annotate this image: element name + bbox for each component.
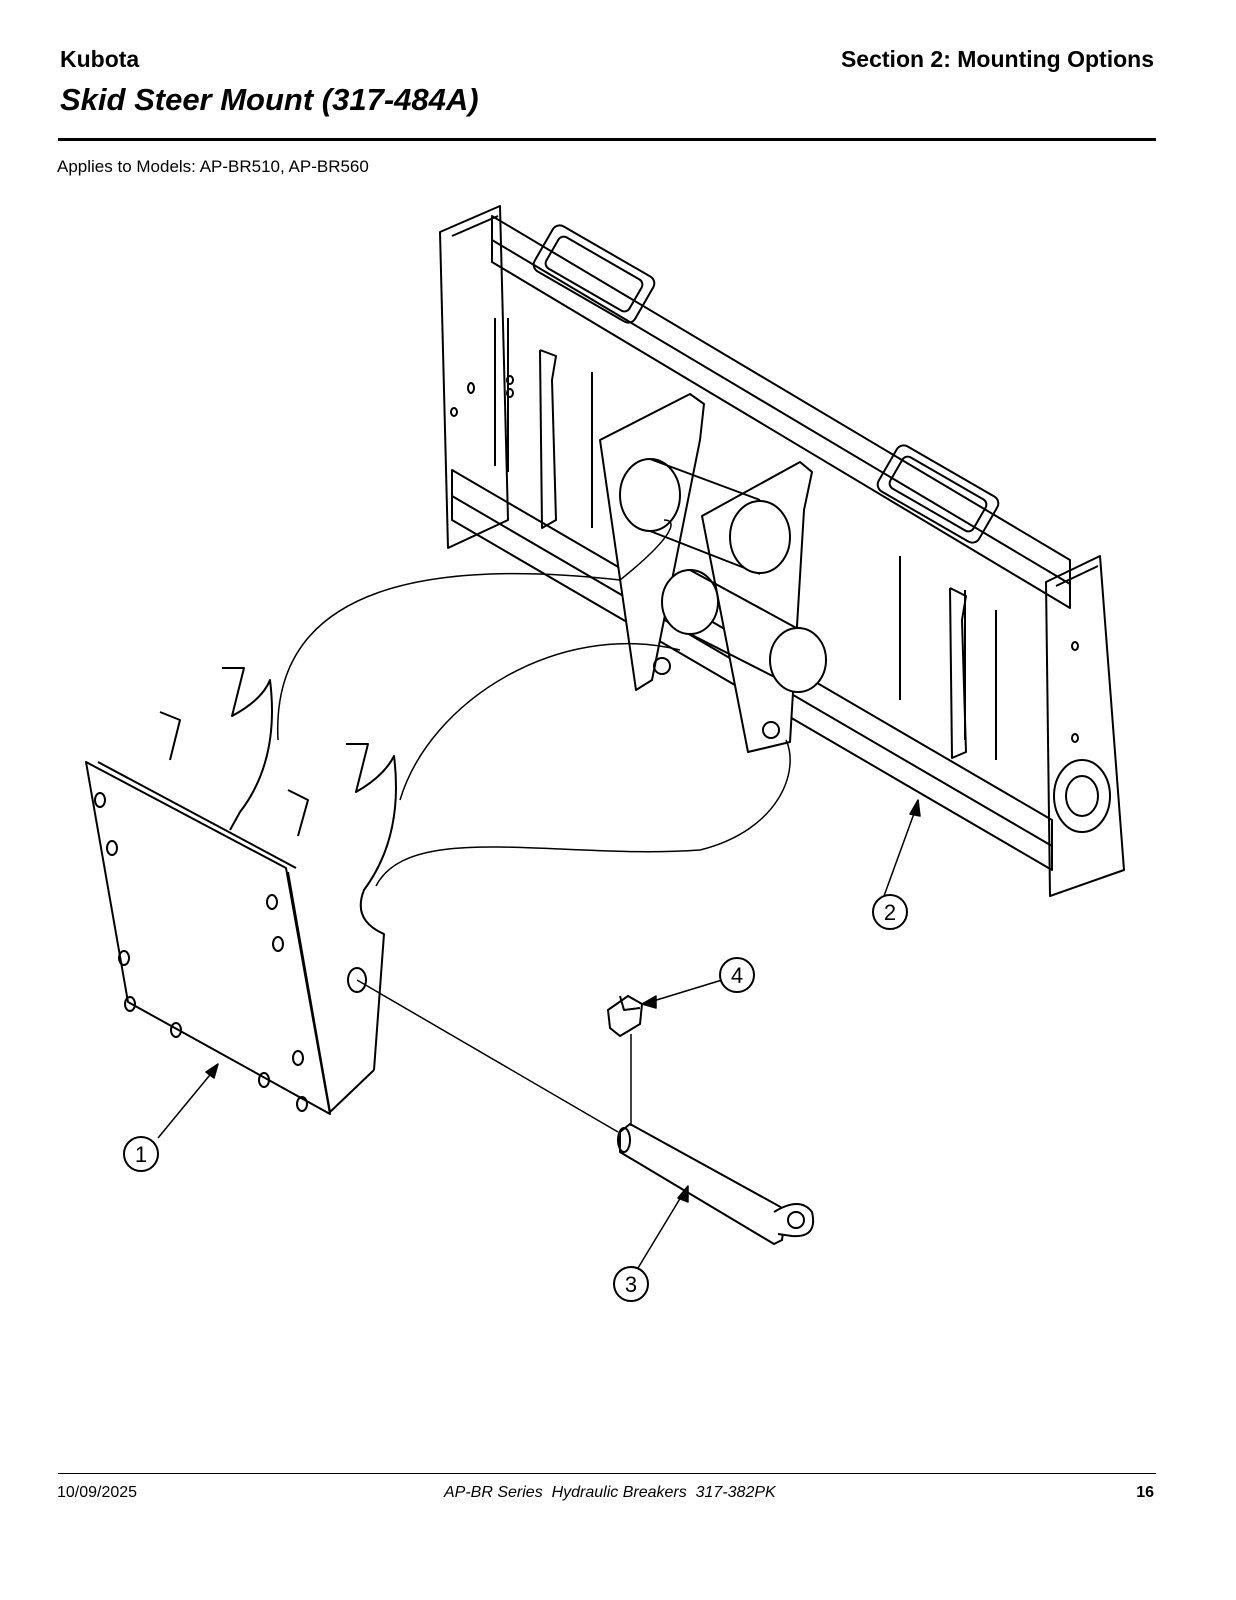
brand-name: Kubota <box>60 46 140 72</box>
callout-3: 3 <box>613 1266 649 1302</box>
footer-divider <box>58 1473 1156 1474</box>
callout-1: 1 <box>123 1136 159 1172</box>
attachment-pin <box>617 1123 814 1245</box>
lynch-pin-clip <box>607 995 643 1037</box>
exploded-parts-drawing: 1 2 3 4 <box>85 205 1125 1302</box>
leader-arrows <box>157 799 921 1269</box>
breaker-mount-bracket <box>85 667 397 1115</box>
header-divider <box>58 138 1156 141</box>
page-number: 16 <box>1136 1484 1154 1501</box>
applies-to-models: Applies to Models: AP-BR510, AP-BR560 <box>57 157 369 176</box>
assembly-lines <box>277 519 791 1133</box>
callout-4: 4 <box>719 957 755 993</box>
svg-text:2: 2 <box>884 900 896 925</box>
callout-2: 2 <box>872 894 908 930</box>
footer-document-title: AP-BR Series Hydraulic Breakers 317-382P… <box>444 1484 776 1501</box>
svg-text:4: 4 <box>731 963 743 988</box>
footer-date: 10/09/2025 <box>57 1484 138 1501</box>
svg-text:3: 3 <box>625 1272 637 1297</box>
quick-attach-frame <box>439 205 1125 897</box>
svg-text:1: 1 <box>135 1142 147 1167</box>
page-title: Skid Steer Mount (317-484A) <box>60 82 479 117</box>
section-title: Section 2: Mounting Options <box>840 46 1154 72</box>
